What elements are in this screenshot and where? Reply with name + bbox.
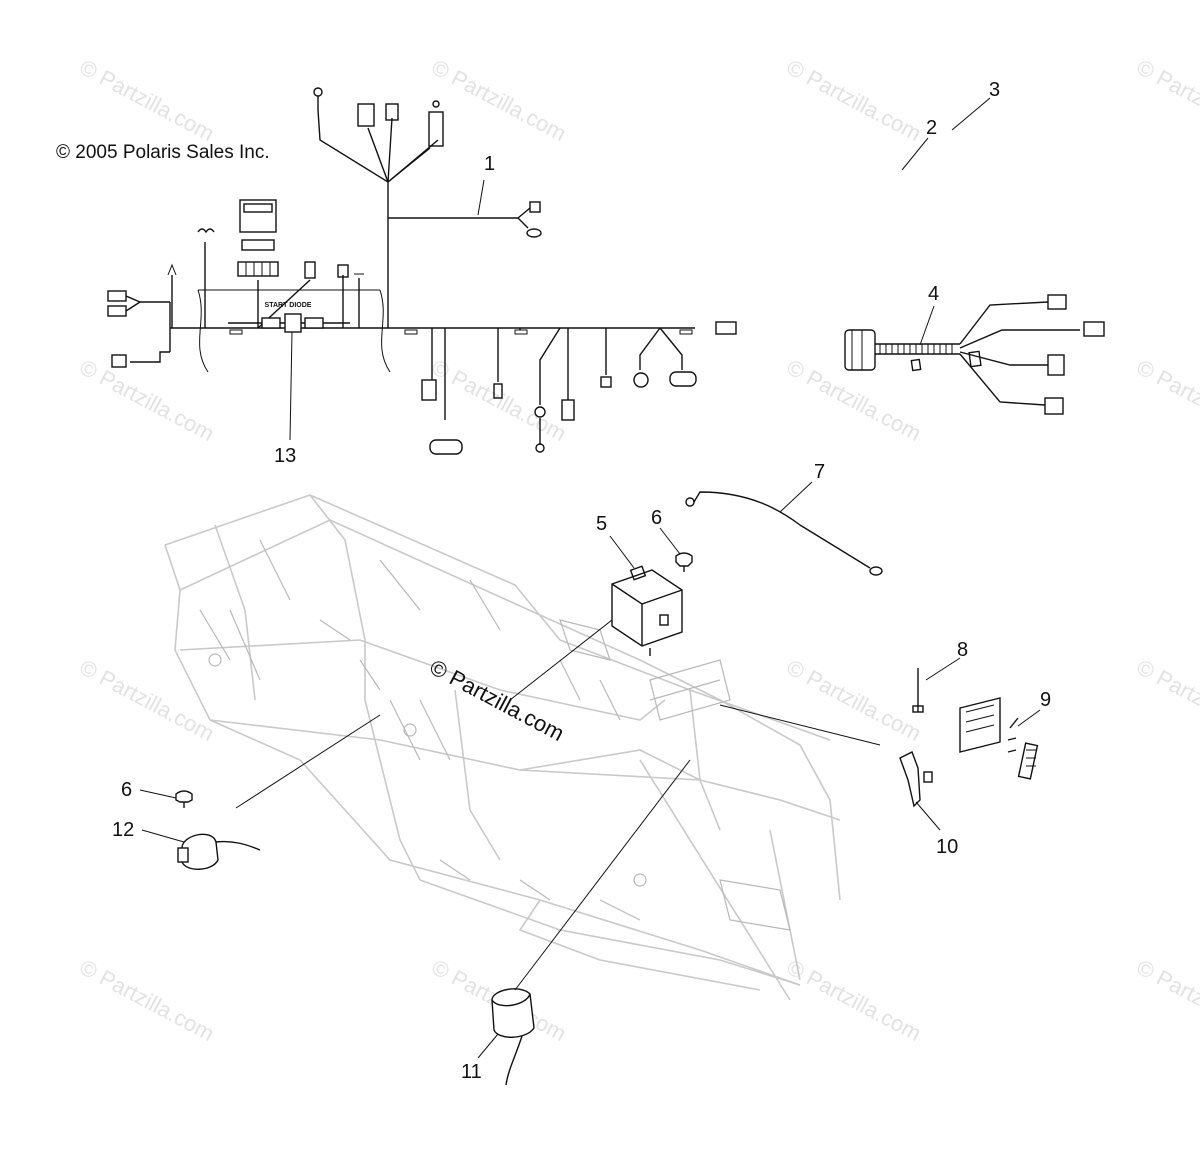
callout-6-lower: 6 <box>121 779 132 801</box>
watermark-text: © Partzilla.com <box>1133 654 1200 746</box>
leader-lines <box>139 97 1041 1059</box>
callout-7: 7 <box>814 461 825 483</box>
start-diode-label: START DIODE <box>265 302 312 309</box>
watermark-text: © Partzilla.com <box>1133 54 1200 146</box>
watermark-text: © Partzilla.com <box>428 354 571 446</box>
callout-8: 8 <box>957 639 968 661</box>
part-12-component[interactable] <box>177 833 261 870</box>
part-9-module[interactable] <box>959 697 1039 780</box>
part-5-module[interactable] <box>611 565 683 656</box>
callout-6-upper: 6 <box>651 507 662 529</box>
callout-9: 9 <box>1040 689 1051 711</box>
callout-4: 4 <box>928 283 939 305</box>
callout-2: 2 <box>926 117 937 139</box>
watermark-text: © Partzilla.com <box>783 954 926 1046</box>
callout-5: 5 <box>596 513 607 535</box>
part-2-rod[interactable] <box>884 151 922 372</box>
part-8-bolt[interactable] <box>912 668 924 713</box>
watermark-text: © Partzilla.com <box>76 54 219 146</box>
callout-11: 11 <box>461 1061 482 1083</box>
part-4-harness[interactable] <box>844 294 1105 415</box>
atv-frame <box>164 494 841 1001</box>
watermark-text: © Partzilla.com <box>783 54 926 146</box>
copyright-text: © 2005 Polaris Sales Inc. <box>56 142 270 163</box>
part-7-cable[interactable] <box>685 491 883 576</box>
part-3-rod[interactable] <box>936 113 982 368</box>
watermark-text: © Partzilla.com <box>76 354 219 446</box>
watermark-text: © Partzilla.com <box>1133 954 1200 1046</box>
part-10-bracket[interactable] <box>899 751 933 808</box>
part-11-component[interactable] <box>491 988 535 1086</box>
watermark-text: © Partzilla.com <box>1133 354 1200 446</box>
part-6-screw-upper[interactable] <box>675 552 693 572</box>
callout-numbers: 1 2 3 4 5 6 7 8 9 10 11 12 13 6 <box>112 79 1051 1083</box>
main-wiring-harness[interactable] <box>107 87 737 455</box>
callout-13: 13 <box>274 445 296 467</box>
callout-12: 12 <box>112 819 134 841</box>
part-6-screw-lower[interactable] <box>175 790 193 808</box>
callout-3: 3 <box>989 79 1000 101</box>
watermark-text: © Partzilla.com <box>783 654 926 746</box>
watermark-text: © Partzilla.com <box>76 654 219 746</box>
callout-10: 10 <box>936 836 958 858</box>
callout-1: 1 <box>484 153 495 175</box>
start-diode-detail[interactable]: START DIODE <box>197 289 391 373</box>
watermark-layer: © Partzilla.com © Partzilla.com © Partzi… <box>76 54 1200 1046</box>
watermark-text: © Partzilla.com <box>76 954 219 1046</box>
watermark-text: © Partzilla.com <box>428 54 571 146</box>
